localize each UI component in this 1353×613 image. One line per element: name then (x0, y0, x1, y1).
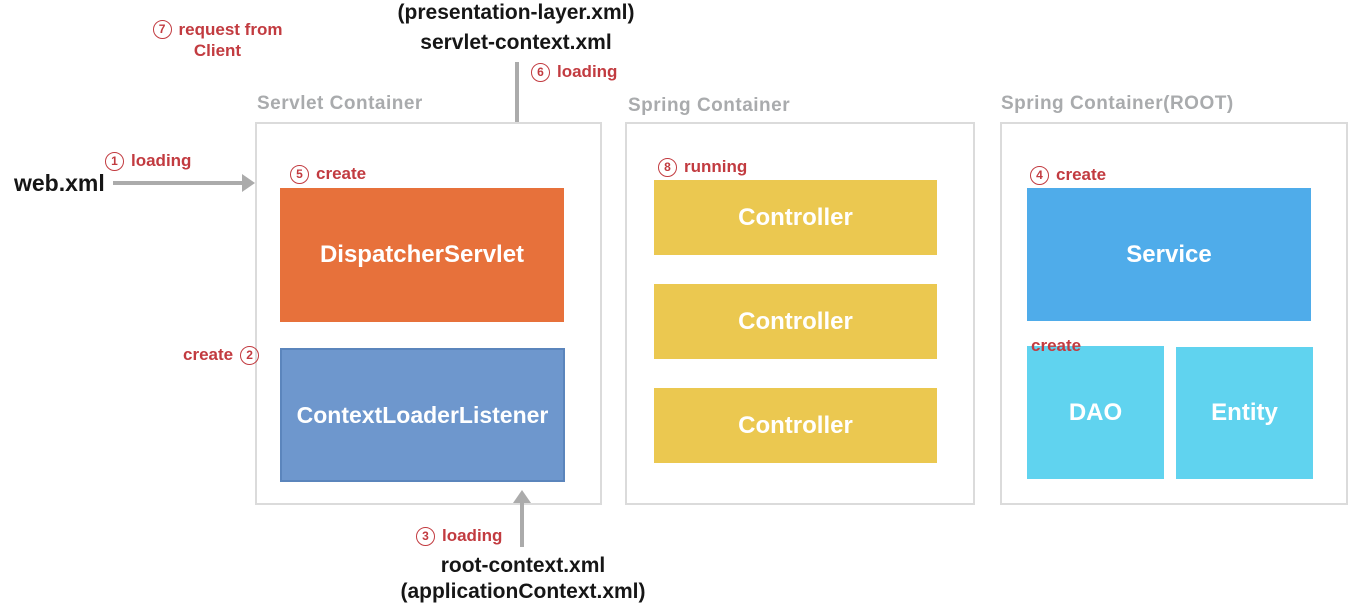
step5-circled-number: 5 (290, 164, 309, 184)
controller-box-3: Controller (654, 388, 937, 463)
spring-container-root-title: Spring Container(ROOT) (1001, 93, 1234, 114)
spring-container-root: 4 create Service create DAO Entity (1000, 122, 1348, 505)
servlet-container-title: Servlet Container (257, 93, 423, 114)
controller-box-1: Controller (654, 180, 937, 255)
annotation-step6-loading: 6 loading (531, 62, 617, 82)
annotation-step7-request-from-client: 7 request from Client (130, 19, 305, 61)
arrow-line-root-context-loading (520, 503, 524, 547)
dispatcher-servlet-box: DispatcherServlet (280, 188, 564, 322)
annotation-step2-create: create 2 (183, 345, 260, 365)
arrow-head-up-icon (513, 490, 531, 503)
spring-container-title: Spring Container (628, 95, 791, 116)
step1-label: loading (131, 151, 192, 170)
web-xml-label: web.xml (14, 170, 105, 196)
servlet-context-xml-label: servlet-context.xml (420, 31, 612, 54)
arrow-head-right-icon (242, 174, 255, 192)
step2-circled-number: 2 (240, 345, 260, 365)
step5-label: create (316, 164, 367, 183)
step7-label: request from (178, 20, 283, 39)
step6-label: loading (557, 62, 618, 81)
annotation-step3-loading: 3 loading (416, 526, 502, 546)
presentation-layer-xml-label: (presentation-layer.xml) (397, 1, 635, 24)
annotation-step8-running: 8 running (658, 157, 747, 177)
root-context-xml-label: root-context.xml (440, 554, 606, 577)
dao-box: DAO (1027, 346, 1164, 479)
step8-label: running (684, 157, 748, 176)
step3-circled-number: 3 (416, 526, 435, 546)
application-context-xml-label: (applicationContext.xml) (400, 580, 646, 603)
servlet-container: 5 create DispatcherServlet ContextLoader… (255, 122, 602, 505)
annotation-step5-create: 5 create (290, 164, 366, 184)
step3-label: loading (442, 526, 503, 545)
annotation-create-dao: create (1031, 336, 1081, 356)
arrow-line-web-xml-loading (113, 181, 243, 185)
create-dao-label: create (1031, 336, 1082, 355)
top-config-file-labels: (presentation-layer.xml) servlet-context… (331, 0, 701, 58)
step2-label: create (183, 345, 234, 364)
annotation-step4-create: 4 create (1030, 165, 1106, 185)
step7-label-line2: Client (193, 41, 242, 60)
step4-label: create (1056, 165, 1107, 184)
spring-container: 8 running Controller Controller Controll… (625, 122, 975, 505)
controller-box-2: Controller (654, 284, 937, 359)
step4-circled-number: 4 (1030, 165, 1049, 185)
step1-circled-number: 1 (105, 151, 124, 171)
step8-circled-number: 8 (658, 157, 677, 177)
context-loader-listener-box: ContextLoaderListener (280, 348, 565, 482)
bottom-config-file-labels: root-context.xml (applicationContext.xml… (351, 553, 695, 605)
arrow-line-servlet-context-loading (515, 62, 519, 170)
annotation-step1-loading: 1 loading (105, 151, 191, 171)
entity-box: Entity (1176, 347, 1313, 479)
service-box: Service (1027, 188, 1311, 321)
step7-circled-number: 7 (152, 20, 172, 39)
step6-circled-number: 6 (531, 62, 550, 82)
